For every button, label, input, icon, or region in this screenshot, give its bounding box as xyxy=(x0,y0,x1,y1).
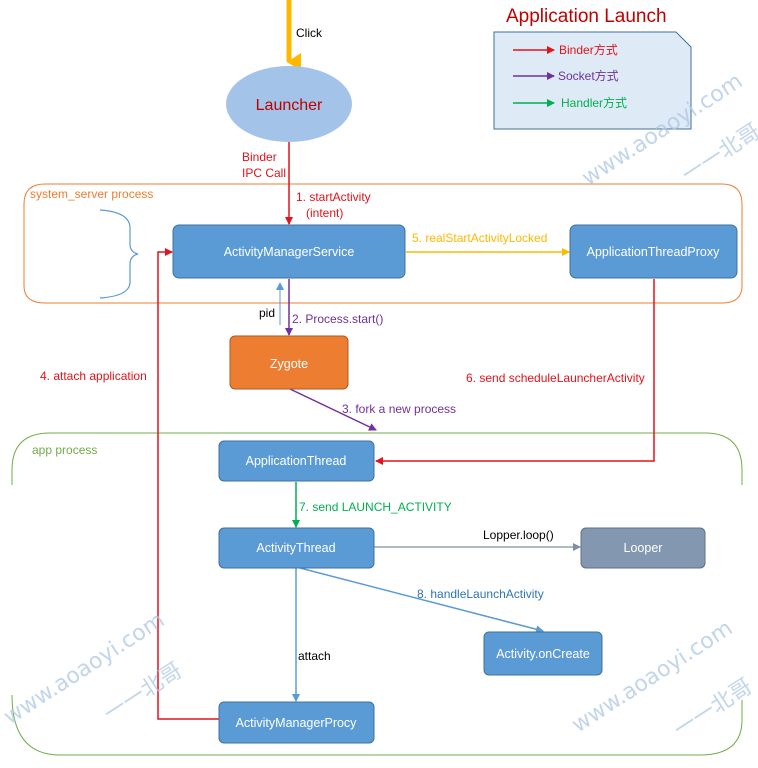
activity-thread-label: ActivityThread xyxy=(256,541,335,555)
looper-loop-label: Lopper.loop() xyxy=(483,528,554,542)
diagram-title: Application Launch xyxy=(506,6,667,27)
app-process-frame-left xyxy=(11,432,51,485)
edge-schedule-launcher xyxy=(375,279,655,465)
app-process-frame-label: app process xyxy=(32,443,97,457)
amp-label: ActivityManagerProcy xyxy=(236,716,358,730)
legend-box xyxy=(493,31,692,130)
edge-handle-launch xyxy=(299,567,544,634)
edge-1-sublabel: (intent) xyxy=(306,206,343,220)
edge-attach-application xyxy=(157,248,219,720)
atp-label: ApplicationThreadProxy xyxy=(587,245,720,259)
edge-1-label: 1. startActivity xyxy=(296,190,371,204)
looper-node[interactable]: Looper xyxy=(580,527,706,569)
zygote-node[interactable]: Zygote xyxy=(229,335,349,390)
atp-node[interactable]: ApplicationThreadProxy xyxy=(569,224,738,279)
activity-oncreate-node[interactable]: Activity.onCreate xyxy=(483,631,603,676)
launcher-node[interactable] xyxy=(226,66,352,142)
watermark-author-right: 一一北哥 xyxy=(670,674,757,743)
looper-label: Looper xyxy=(624,541,663,555)
watermark-site-left: www.aoaoyi.com xyxy=(0,608,169,730)
edge-4-label: 4. attach application xyxy=(40,369,147,383)
application-thread-node[interactable]: ApplicationThread xyxy=(218,440,375,482)
edge-3-label: 3. fork a new process xyxy=(342,402,456,416)
activity-oncreate-label: Activity.onCreate xyxy=(496,647,590,661)
app-process-frame xyxy=(50,432,743,485)
binder-call-label-2: IPC Call xyxy=(242,166,286,180)
brace-icon xyxy=(99,209,139,299)
pid-label: pid xyxy=(259,306,275,320)
edge-6-label: 6. send scheduleLauncherActivity xyxy=(466,371,645,385)
edge-8-label: 8. handleLaunchActivity xyxy=(417,587,544,601)
edge-7-label: 7. send LAUNCH_ACTIVITY xyxy=(299,500,452,514)
attach-label: attach xyxy=(298,649,331,663)
watermark-author-left: 一一北哥 xyxy=(100,658,187,727)
application-thread-label: ApplicationThread xyxy=(246,454,347,468)
app-process-frame-bottom xyxy=(11,694,743,756)
binder-call-label-1: Binder xyxy=(242,150,277,164)
amp-node[interactable]: ActivityManagerProcy xyxy=(218,701,375,744)
edge-2-label: 2. Process.start() xyxy=(292,312,383,326)
launcher-label: Launcher xyxy=(256,97,323,114)
click-label: Click xyxy=(296,26,323,40)
legend-binder-label: Binder方式 xyxy=(559,42,618,57)
ams-label: ActivityManagerService xyxy=(224,245,355,259)
system-server-frame-label: system_server process xyxy=(30,187,153,201)
ams-node[interactable]: ActivityManagerService xyxy=(172,224,406,279)
legend-handler-label: Handler方式 xyxy=(561,95,627,110)
legend-socket-label: Socket方式 xyxy=(558,68,619,83)
zygote-label: Zygote xyxy=(270,357,308,371)
activity-thread-node[interactable]: ActivityThread xyxy=(218,527,375,569)
system-server-frame xyxy=(23,183,743,304)
edge-fork-process xyxy=(289,388,377,431)
edge-5-label: 5. realStartActivityLocked xyxy=(412,231,547,245)
